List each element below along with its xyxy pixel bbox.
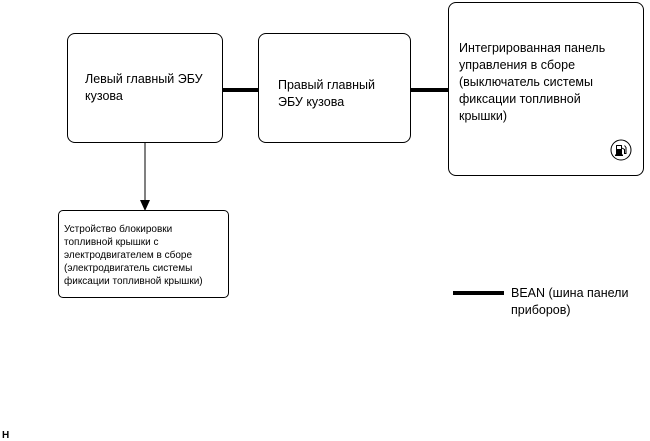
lock-label: Устройство блокировки топливной крышки с…	[64, 224, 203, 287]
corner-mark: H	[2, 430, 10, 441]
left-main-body-ecu-box: Левый главный ЭБУ кузова	[67, 33, 223, 143]
integrated-control-panel-box: Интегрированная панель управления в сбор…	[448, 2, 644, 176]
legend-bean-label: BEAN (шина панели приборов)	[511, 286, 629, 317]
arrow-head	[140, 200, 150, 211]
right-main-body-ecu-box: Правый главный ЭБУ кузова	[258, 33, 411, 143]
fuel-lid-lock-motor-box: Устройство блокировки топливной крышки с…	[58, 210, 229, 298]
right-ecu-label: Правый главный ЭБУ кузова	[278, 78, 376, 109]
left-ecu-label: Левый главный ЭБУ кузова	[85, 72, 203, 103]
panel-label: Интегрированная панель управления в сбор…	[459, 41, 606, 123]
fuel-pump-icon	[610, 139, 632, 161]
